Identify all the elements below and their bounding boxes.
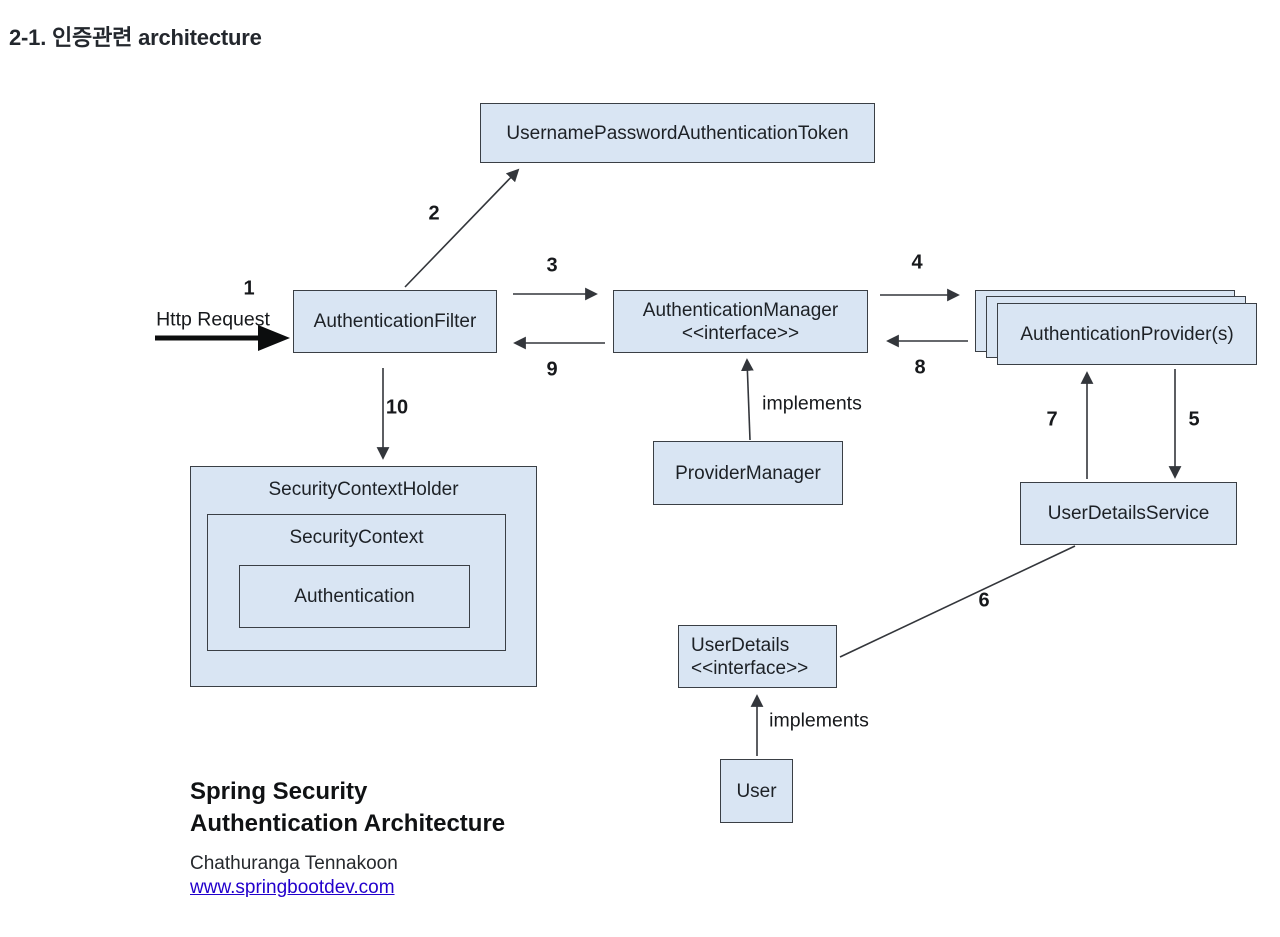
step-8-label: 8 xyxy=(914,356,926,379)
box-provider-manager: ProviderManager xyxy=(653,441,843,505)
box-user: User xyxy=(720,759,793,823)
step-6-label: 6 xyxy=(978,589,990,612)
step-2-label: 2 xyxy=(428,202,440,225)
box-label: AuthenticationManager xyxy=(642,299,839,321)
box-username-password-authentication-token: UsernamePasswordAuthenticationToken xyxy=(480,103,875,163)
implements-manager-label: implements xyxy=(762,392,862,415)
box-security-context-holder: SecurityContextHolder SecurityContext Au… xyxy=(190,466,537,687)
box-label: User xyxy=(736,780,777,802)
step-9-label: 9 xyxy=(546,358,558,381)
http-request-label: Http Request xyxy=(156,308,270,331)
box-label: UsernamePasswordAuthenticationToken xyxy=(506,122,849,144)
step-10-label: 10 xyxy=(385,396,409,419)
diagram-heading: Spring Security Authentication Architect… xyxy=(190,776,505,840)
box-label: ProviderManager xyxy=(675,462,821,484)
step-7-label: 7 xyxy=(1046,408,1058,431)
box-authentication: Authentication xyxy=(239,565,470,628)
box-authentication-providers-stack: AuthenticationProvider(s) xyxy=(975,290,1260,368)
step-1-label: 1 xyxy=(243,277,255,300)
diagram-heading-line1: Spring Security xyxy=(190,778,368,805)
step-4-label: 4 xyxy=(911,251,923,274)
box-label: AuthenticationProvider(s) xyxy=(1020,323,1234,345)
box-user-details-service: UserDetailsService xyxy=(1020,482,1237,545)
box-label: UserDetails xyxy=(691,634,790,656)
box-stereotype: <<interface>> xyxy=(691,657,809,679)
line-step-6 xyxy=(839,545,1076,658)
author-name: Chathuranga Tennakoon xyxy=(190,853,398,874)
box-authentication-manager: AuthenticationManager <<interface>> xyxy=(613,290,868,353)
box-label: Authentication xyxy=(294,586,415,607)
implements-user-label: implements xyxy=(769,709,869,732)
arrow-step-2 xyxy=(404,168,520,288)
box-security-context: SecurityContext Authentication xyxy=(207,514,506,651)
box-stereotype: <<interface>> xyxy=(681,322,800,344)
box-label: UserDetailsService xyxy=(1047,503,1210,524)
box-label: SecurityContext xyxy=(289,527,424,548)
step-3-label: 3 xyxy=(546,254,558,277)
box-user-details: UserDetails <<interface>> xyxy=(678,625,837,688)
arrow-implements-manager xyxy=(741,358,754,441)
box-label: SecurityContextHolder xyxy=(268,479,459,500)
website-link[interactable]: www.springbootdev.com xyxy=(190,877,395,898)
box-label: AuthenticationFilter xyxy=(313,311,477,332)
box-authentication-providers: AuthenticationProvider(s) xyxy=(997,303,1257,365)
page-title: 2-1. 인증관련 architecture xyxy=(9,25,262,50)
diagram-heading-line2: Authentication Architecture xyxy=(190,810,506,837)
box-authentication-filter: AuthenticationFilter xyxy=(293,290,497,353)
step-5-label: 5 xyxy=(1188,408,1200,431)
